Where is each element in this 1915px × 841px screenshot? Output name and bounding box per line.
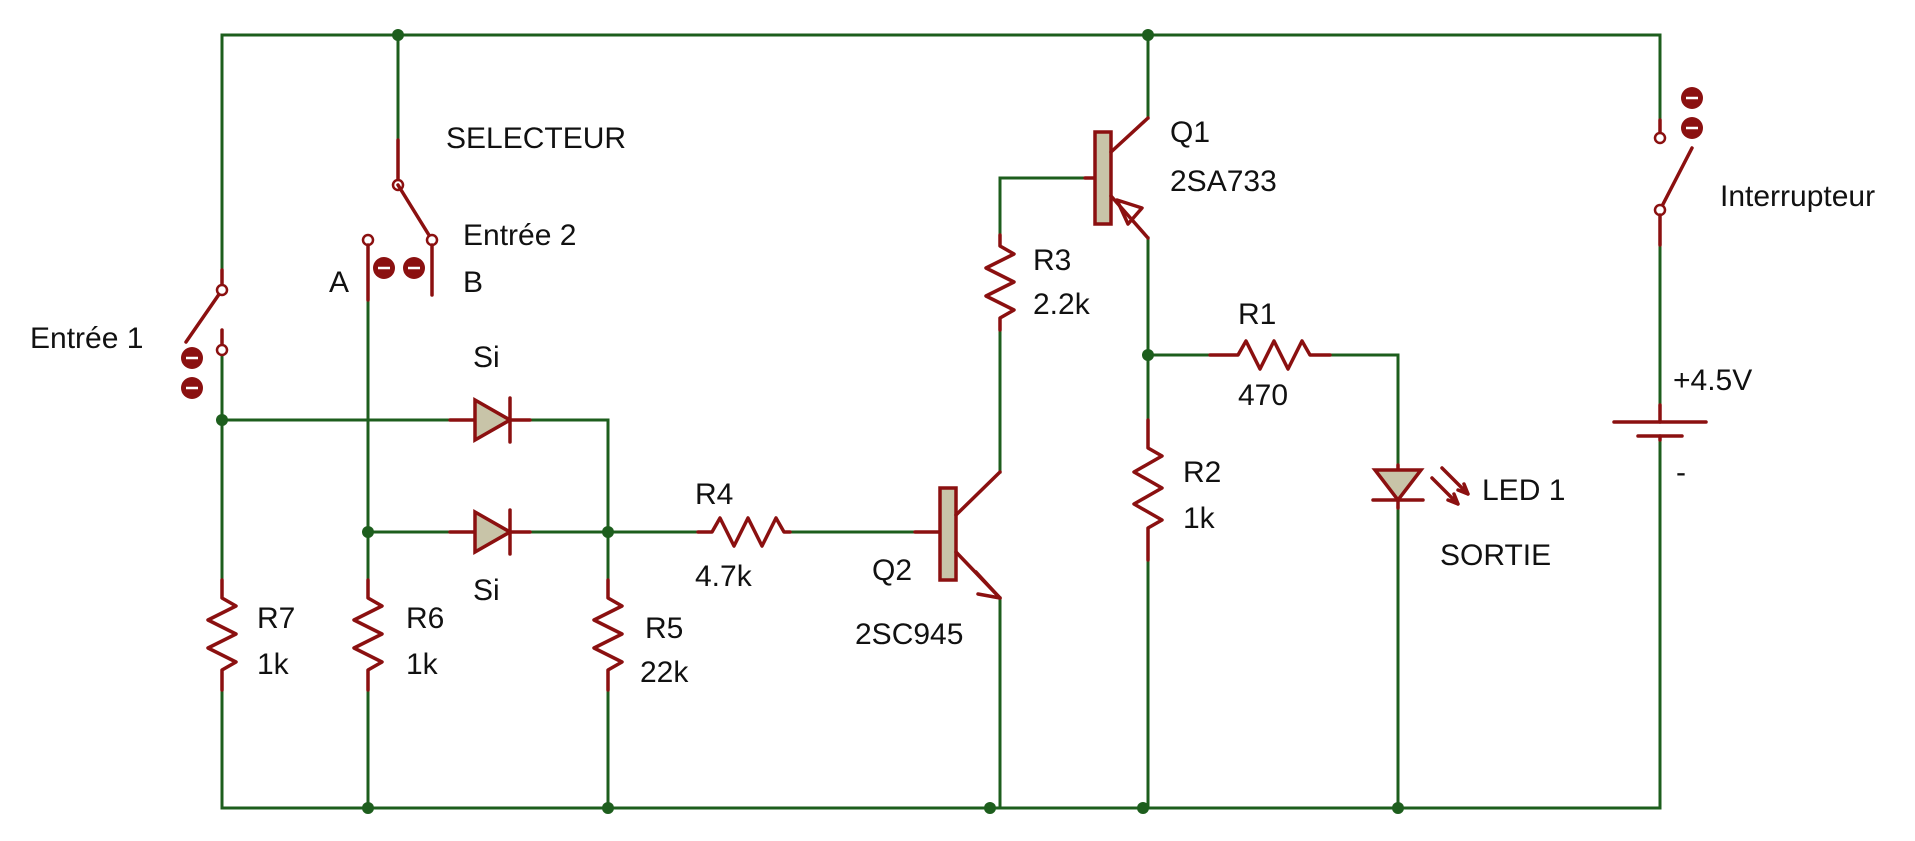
- supply-label: +4.5V: [1673, 364, 1752, 397]
- junction-dot: [602, 526, 614, 538]
- q2-part-label: 2SC945: [855, 618, 963, 651]
- wires: [220, 33, 1662, 810]
- junction-dot: [362, 802, 374, 814]
- light-emission-icon: [1440, 466, 1470, 496]
- input1-label: Entrée 1: [30, 322, 143, 355]
- r3-value-label: 2.2k: [1033, 288, 1091, 321]
- resistor-r6: [352, 578, 384, 692]
- r1-value-label: 470: [1238, 379, 1288, 412]
- selector-b-label: B: [463, 266, 483, 299]
- r3-name-label: R3: [1033, 244, 1071, 277]
- q1-part-label: 2SA733: [1170, 165, 1277, 198]
- junction-dot: [1142, 349, 1154, 361]
- led-1: [1371, 463, 1470, 510]
- r3-to-q1-wire: [998, 176, 1087, 237]
- selector-a-label: A: [329, 266, 349, 299]
- diode-d1-label: Si: [473, 341, 500, 374]
- junction-dot: [984, 802, 996, 814]
- junction-dot: [362, 526, 374, 538]
- input1-switch: [181, 268, 229, 399]
- resistor-r7: [206, 578, 238, 692]
- junction-dot: [602, 802, 614, 814]
- input2-label: Entrée 2: [463, 219, 576, 252]
- resistor-r3: [984, 233, 1016, 332]
- minus-label: -: [1676, 456, 1686, 489]
- q2-name-label: Q2: [872, 554, 912, 587]
- led-name-label: LED 1: [1482, 474, 1565, 507]
- resistor-r5: [592, 578, 624, 692]
- resistor-r2: [1132, 418, 1164, 562]
- resistor-r1: [1208, 339, 1332, 371]
- r6-value-label: 1k: [406, 648, 439, 681]
- r6-name-label: R6: [406, 602, 444, 635]
- r4-value-label: 4.7k: [695, 560, 753, 593]
- r1-right-wire: [1328, 353, 1400, 467]
- junctions: [216, 29, 1404, 814]
- r7-value-label: 1k: [257, 648, 290, 681]
- r4-name-label: R4: [695, 478, 733, 511]
- r2-value-label: 1k: [1183, 502, 1216, 535]
- diode-d1: [448, 396, 532, 444]
- light-emission-icon: [1430, 476, 1460, 506]
- diode-d2-label: Si: [473, 574, 500, 607]
- d1-output-wire: [528, 418, 610, 534]
- r5-value-label: 22k: [640, 656, 689, 689]
- junction-dot: [1137, 802, 1149, 814]
- r1-name-label: R1: [1238, 298, 1276, 331]
- junction-dot: [1142, 29, 1154, 41]
- junction-dot: [1392, 802, 1404, 814]
- resistor-r4: [696, 516, 792, 548]
- junction-dot: [392, 29, 404, 41]
- diode-d2: [448, 508, 532, 556]
- transistor-q2: [913, 470, 1002, 600]
- battery: [1612, 403, 1708, 442]
- r7-name-label: R7: [257, 602, 295, 635]
- selector-switch: [361, 138, 439, 302]
- switch-label: Interrupteur: [1720, 180, 1875, 213]
- junction-dot: [216, 414, 228, 426]
- r5-name-label: R5: [645, 612, 683, 645]
- transistor-q1: [1083, 116, 1150, 240]
- r2-name-label: R2: [1183, 456, 1221, 489]
- output-label: SORTIE: [1440, 539, 1551, 572]
- labels: SELECTEUR Entrée 2 A B Entrée 1 Si Si R7…: [30, 116, 1875, 689]
- selector-label: SELECTEUR: [446, 122, 626, 155]
- q1-name-label: Q1: [1170, 116, 1210, 149]
- power-switch: [1653, 87, 1703, 247]
